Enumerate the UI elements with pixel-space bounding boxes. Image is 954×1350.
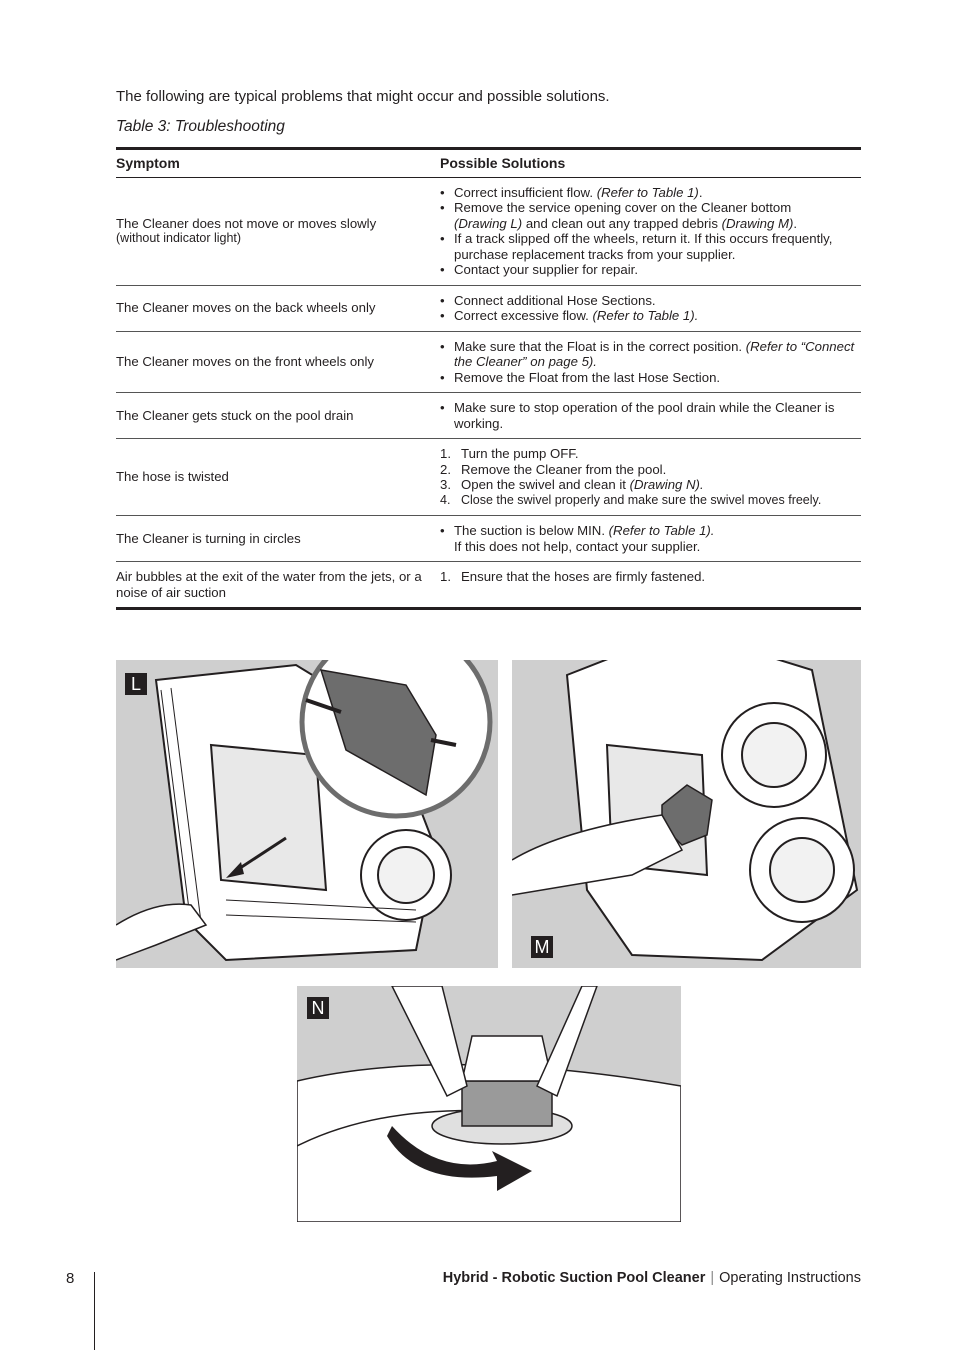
symptom-header: Symptom — [116, 148, 440, 178]
table-row: The Cleaner moves on the front wheels on… — [116, 330, 861, 393]
footer: Hybrid - Robotic Suction Pool Cleaner|Op… — [443, 1270, 861, 1286]
footer-doc: Operating Instructions — [719, 1270, 861, 1286]
table-row: The Cleaner does not move or moves slowl… — [116, 177, 861, 285]
symptom-text: The Cleaner moves on the front wheels on… — [116, 330, 440, 393]
footer-separator: | — [710, 1270, 715, 1286]
page-number: 8 — [66, 1270, 75, 1287]
table-row: The Cleaner is turning in circles The su… — [116, 515, 861, 562]
solution-item: The suction is below MIN. (Refer to Tabl… — [440, 523, 861, 554]
solution-item: Connect additional Hose Sections. — [440, 293, 861, 309]
solution-step: 4.Close the swivel properly and make sur… — [440, 492, 822, 507]
drawing-label-m: M — [531, 936, 553, 958]
solutions-cell: Make sure that the Float is in the corre… — [440, 330, 861, 393]
cleaner-debris-illustration — [512, 660, 859, 962]
drawing-label-n: N — [307, 997, 329, 1019]
footer-divider — [94, 1272, 95, 1350]
table-header-row: Symptom Possible Solutions — [116, 148, 861, 178]
drawing-l: L — [116, 660, 498, 968]
solutions-header: Possible Solutions — [440, 148, 861, 178]
troubleshooting-table: Symptom Possible Solutions The Cleaner d… — [116, 147, 861, 610]
symptom-text: The Cleaner gets stuck on the pool drain — [116, 392, 440, 439]
intro-text: The following are typical problems that … — [116, 88, 610, 105]
symptom-cell: The Cleaner does not move or moves slowl… — [116, 177, 440, 285]
solutions-cell: Correct insufficient flow. (Refer to Tab… — [440, 177, 861, 285]
footer-product: Hybrid - Robotic Suction Pool Cleaner — [442, 1270, 706, 1286]
solution-item: Remove the service opening cover on the … — [440, 200, 861, 231]
solution-item: Remove the Float from the last Hose Sect… — [440, 370, 861, 386]
solution-item: Make sure to stop operation of the pool … — [440, 400, 861, 431]
solutions-cell: 1.Ensure that the hoses are firmly faste… — [440, 561, 861, 609]
table-caption: Table 3: Troubleshooting — [116, 118, 285, 135]
table-row: The Cleaner gets stuck on the pool drain… — [116, 392, 861, 439]
swivel-illustration — [297, 986, 681, 1222]
solutions-cell: Make sure to stop operation of the pool … — [440, 392, 861, 439]
solution-item: Correct insufficient flow. (Refer to Tab… — [440, 185, 861, 201]
solutions-cell: Connect additional Hose Sections. Correc… — [440, 284, 861, 331]
table-row: The hose is twisted 1.Turn the pump OFF.… — [116, 438, 861, 516]
drawing-m: M — [512, 660, 861, 968]
solution-step: 2.Remove the Cleaner from the pool. — [440, 461, 667, 477]
symptom-text: Air bubbles at the exit of the water fro… — [116, 561, 440, 609]
drawing-n: N — [297, 986, 681, 1222]
drawing-label-l: L — [125, 673, 147, 695]
solution-step: 1.Ensure that the hoses are firmly faste… — [440, 569, 706, 584]
solution-step: 3.Open the swivel and clean it (Drawing … — [440, 477, 704, 492]
symptom-text: The Cleaner moves on the back wheels onl… — [116, 284, 440, 331]
detail-magnifier-circle — [299, 660, 493, 819]
solutions-cell: The suction is below MIN. (Refer to Tabl… — [440, 515, 861, 562]
solution-item: Correct excessive flow. (Refer to Table … — [440, 308, 861, 324]
symptom-text: The Cleaner is turning in circles — [116, 515, 440, 562]
symptom-text: The hose is twisted — [116, 438, 440, 516]
solution-item: If a track slipped off the wheels, retur… — [440, 231, 861, 262]
solution-item: Make sure that the Float is in the corre… — [440, 339, 861, 370]
symptom-subtext: (without indicator light) — [116, 231, 242, 245]
table-row: Air bubbles at the exit of the water fro… — [116, 561, 861, 609]
solution-item: Contact your supplier for repair. — [440, 262, 861, 278]
solution-step: 1.Turn the pump OFF. — [440, 446, 579, 461]
solutions-cell: 1.Turn the pump OFF. 2.Remove the Cleane… — [440, 438, 861, 516]
symptom-text: The Cleaner does not move or moves slowl… — [116, 215, 377, 231]
table-row: The Cleaner moves on the back wheels onl… — [116, 284, 861, 331]
